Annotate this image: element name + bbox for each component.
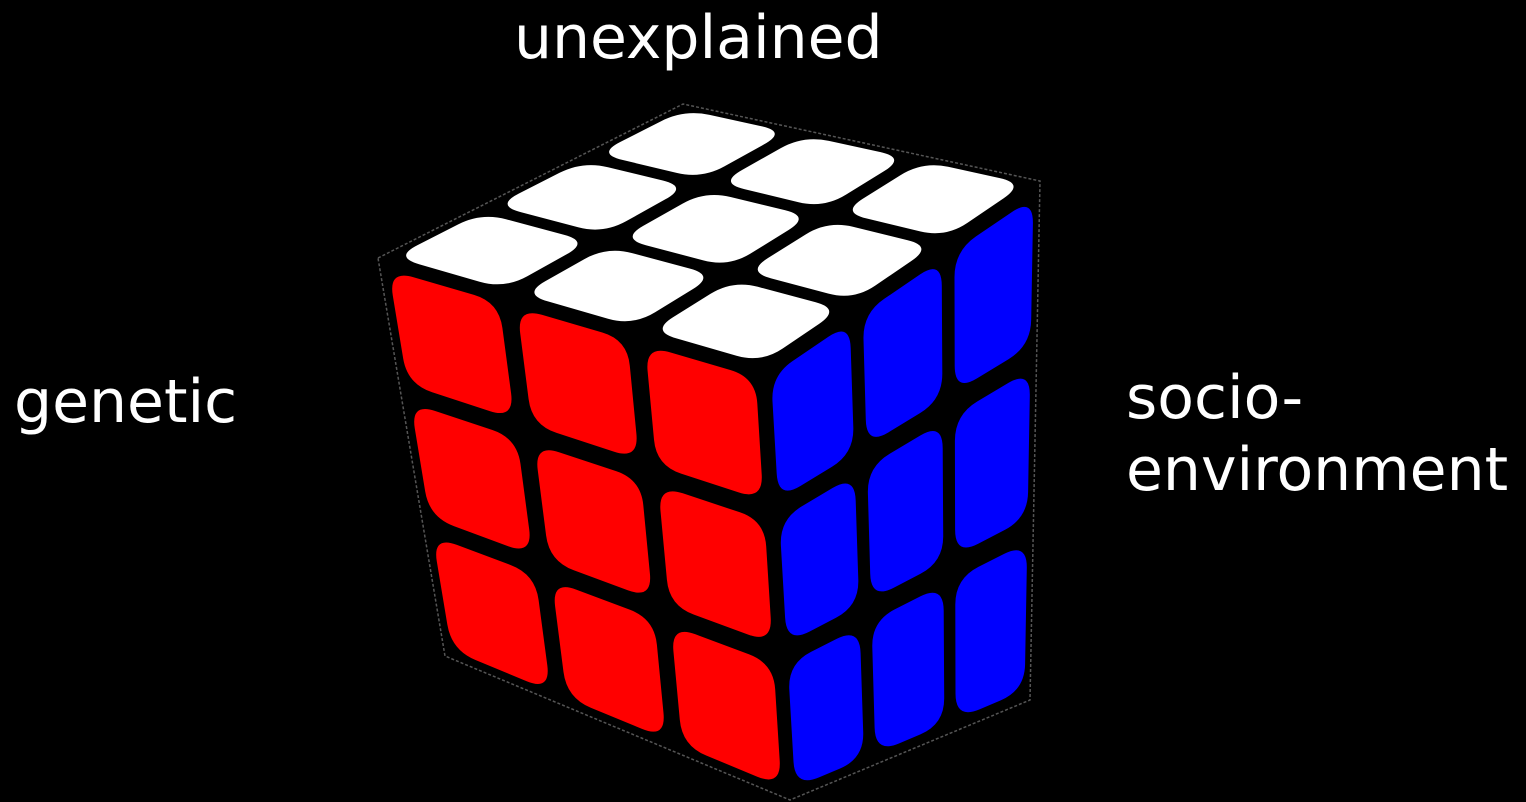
rubiks-cube: [0, 0, 1526, 802]
